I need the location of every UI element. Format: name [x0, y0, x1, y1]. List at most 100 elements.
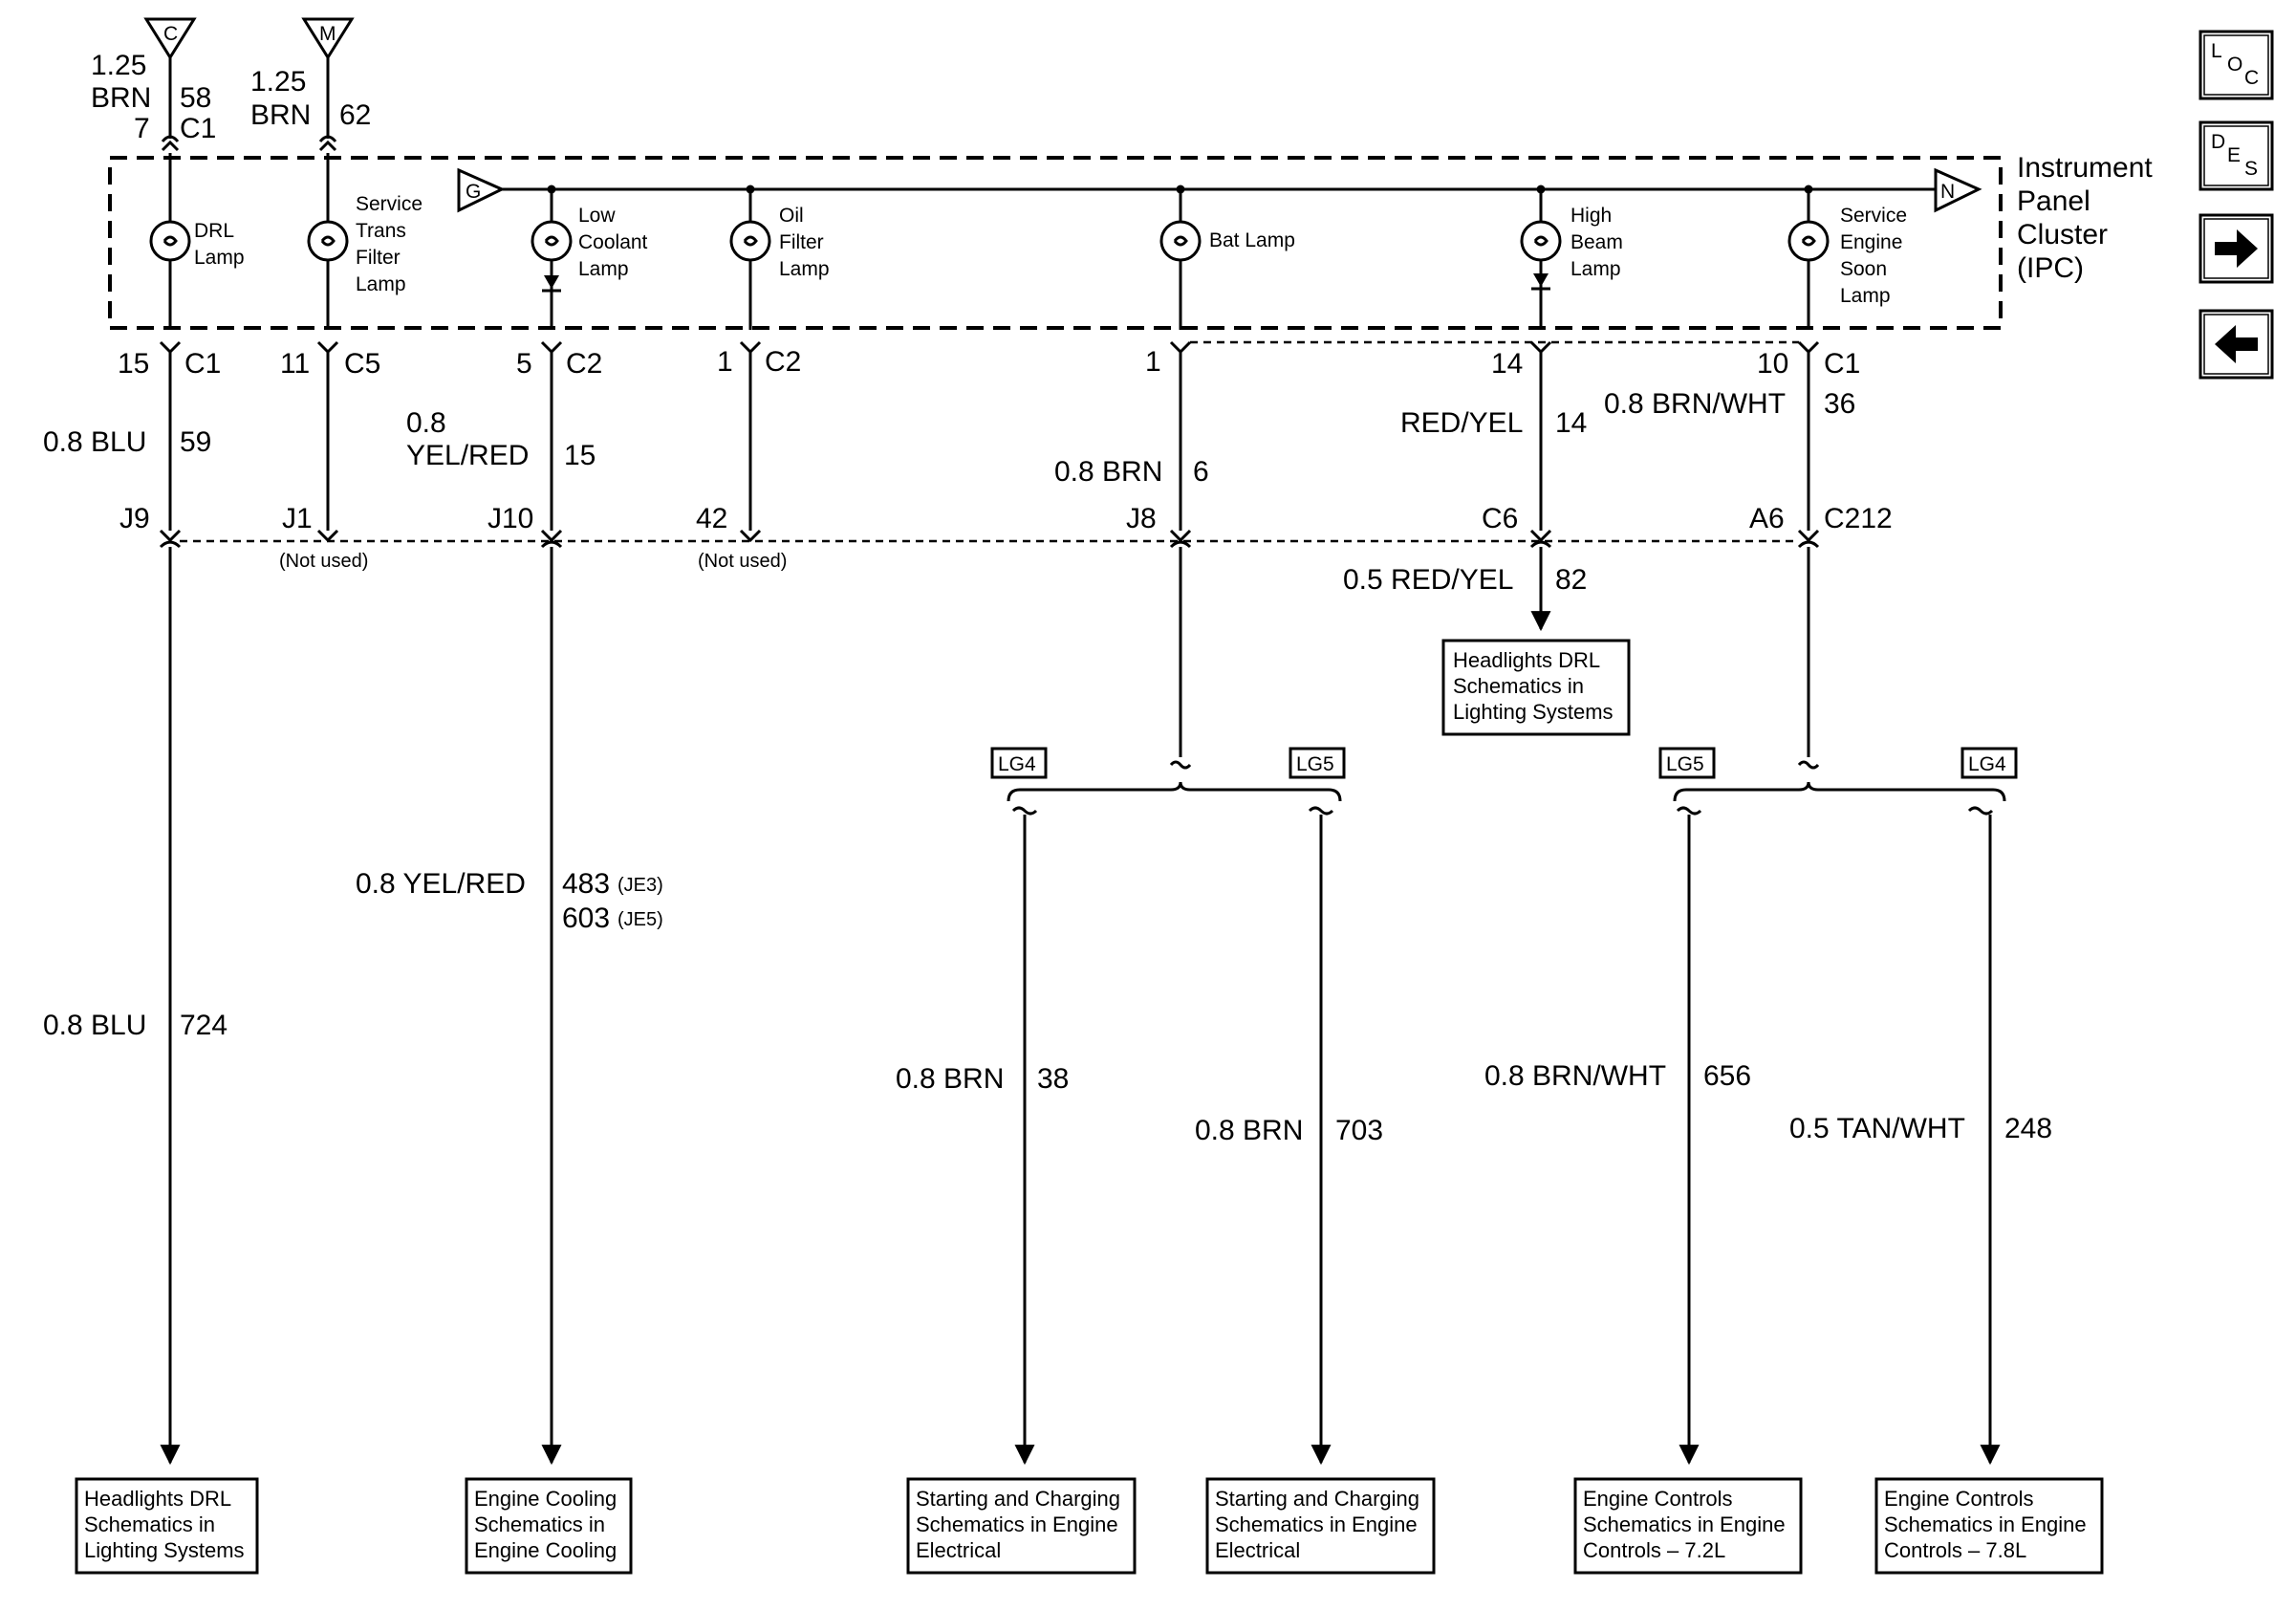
wire-color: 0.8 BLU [43, 1010, 146, 1041]
option-tag [1289, 747, 1346, 779]
svg-text:Schematics in Engine: Schematics in Engine [916, 1512, 1118, 1536]
dest-box[interactable] [1441, 639, 1631, 736]
wire-circuit: 248 [2004, 1113, 2052, 1144]
wire-color: RED/YEL [1400, 407, 1523, 439]
dest-text: Schematics in [1453, 674, 1584, 698]
svg-text:E: E [2227, 144, 2241, 166]
dest-headlights-drl[interactable]: Headlights DRL Schematics in Lighting Sy… [75, 1477, 259, 1575]
wire-circuit: 724 [180, 1010, 227, 1041]
svg-text:C1: C1 [180, 113, 216, 144]
svg-text:S: S [2244, 158, 2258, 180]
wire-color: 0.8 BRN [1195, 1115, 1303, 1146]
svg-text:Starting and Charging: Starting and Charging [916, 1487, 1120, 1511]
ipc-title-1: Instrument [2017, 152, 2153, 184]
svg-text:Controls – 7.8L: Controls – 7.8L [1884, 1538, 2026, 1562]
svg-text:1.25: 1.25 [250, 66, 306, 98]
lamp-label: Oil [779, 205, 804, 227]
wire-circuit: 15 [564, 440, 596, 471]
svg-text:Electrical: Electrical [916, 1538, 1001, 1562]
lamp-label: Lamp [356, 273, 406, 295]
wire-color: 0.8 BLU [43, 426, 146, 458]
wire-circuit: 82 [1555, 564, 1587, 596]
wire-circuit: 14 [1555, 407, 1587, 439]
option-tag [990, 747, 1048, 779]
svg-text:C: C [163, 23, 178, 45]
c212-pin: C6 [1482, 503, 1518, 534]
lamp-drl [149, 153, 191, 330]
ground-g: G [457, 167, 506, 213]
c212-pin: A6 [1749, 503, 1785, 534]
lamp-label: Filter [779, 231, 824, 253]
lamp-label: Beam [1570, 231, 1623, 253]
svg-text:Schematics in: Schematics in [84, 1512, 215, 1536]
lamp-label: Service [1840, 205, 1907, 227]
dest-starting-charging-lg4[interactable]: Starting and Charging Schematics in Engi… [906, 1477, 1137, 1575]
option-tag-text: LG5 [1296, 753, 1334, 775]
wire-color: YEL/RED [406, 440, 529, 471]
des-button[interactable]: D E S [2199, 120, 2274, 191]
arrow-left-icon [2215, 325, 2258, 363]
wire-color: 0.8 BRN/WHT [1604, 388, 1786, 420]
dest-engine-controls-78[interactable]: Engine Controls Schematics in Engine Con… [1874, 1477, 2104, 1575]
svg-text:Schematics in Engine: Schematics in Engine [1583, 1512, 1786, 1536]
lamp-label: Lamp [194, 247, 245, 269]
dest-starting-charging-lg5[interactable]: Starting and Charging Schematics in Engi… [1205, 1477, 1436, 1575]
svg-text:M: M [319, 23, 336, 45]
lamp-label: Lamp [578, 258, 629, 280]
next-arrow-button[interactable] [2199, 213, 2274, 284]
svg-text:BRN: BRN [250, 99, 311, 131]
wire-circuit: 38 [1037, 1063, 1069, 1095]
svg-text:Engine Controls: Engine Controls [1884, 1487, 2034, 1511]
ipc-title-4: (IPC) [2017, 252, 2084, 284]
ipc-pin: 11 [280, 348, 310, 380]
wire-circuit: 36 [1824, 388, 1855, 420]
ipc-pin-connector: C1 [1824, 348, 1860, 380]
lamp-label: Lamp [1840, 285, 1891, 307]
svg-text:D: D [2211, 131, 2225, 153]
dest-text: Lighting Systems [1453, 700, 1614, 724]
c212-note: (Not used) [698, 551, 787, 572]
lamp-label: Low [578, 205, 616, 227]
wire-circuit: 6 [1193, 456, 1209, 488]
lamp-oil-filter [729, 189, 771, 330]
lamp-high-beam [1520, 189, 1562, 330]
c212-pin: J8 [1126, 503, 1157, 534]
svg-text:Starting and Charging: Starting and Charging [1215, 1487, 1419, 1511]
ipc-pin-connector: C5 [344, 348, 380, 380]
loc-button[interactable]: L O C [2199, 30, 2274, 100]
svg-text:Engine Cooling: Engine Cooling [474, 1538, 617, 1562]
lamp-label: Bat Lamp [1209, 229, 1295, 251]
svg-text:Engine Controls: Engine Controls [1583, 1487, 1733, 1511]
dest-engine-controls-72[interactable]: Engine Controls Schematics in Engine Con… [1573, 1477, 1803, 1575]
lamp-label: Lamp [1570, 258, 1621, 280]
lamp-service-engine-soon [1787, 189, 1830, 330]
ipc-pin: 1 [1145, 346, 1161, 378]
wire-circuit: 483 [562, 868, 610, 900]
wire-option: (JE5) [617, 909, 663, 930]
option-tag [1658, 747, 1716, 779]
ipc-connector-forks [159, 340, 1820, 355]
lamp-label: Lamp [779, 258, 830, 280]
wire-circuit: 59 [180, 426, 211, 458]
arrow-right-icon [2215, 229, 2258, 268]
option-tag-text: LG4 [1968, 753, 2006, 775]
lamp-low-coolant [531, 189, 573, 330]
lamp-label: High [1570, 205, 1612, 227]
wire-color: 0.8 [406, 407, 446, 439]
ipc-pin: 1 [717, 346, 733, 378]
c212-pin: J10 [487, 503, 533, 534]
lamp-label: Engine [1840, 231, 1902, 253]
option-tag-text: LG5 [1666, 753, 1704, 775]
svg-text:Schematics in Engine: Schematics in Engine [1215, 1512, 1418, 1536]
ipc-pin-connector: C2 [765, 346, 801, 378]
svg-text:Engine Cooling: Engine Cooling [474, 1487, 617, 1511]
dest-engine-cooling[interactable]: Engine Cooling Schematics in Engine Cool… [465, 1477, 633, 1575]
c212-pin: 42 [696, 503, 727, 534]
svg-text:Schematics in Engine: Schematics in Engine [1884, 1512, 2087, 1536]
wire-circuit: 603 [562, 903, 610, 934]
option-split-right [1673, 760, 2006, 816]
prev-arrow-button[interactable] [2199, 309, 2274, 380]
svg-text:O: O [2227, 54, 2242, 76]
option-tag-text: LG4 [998, 753, 1036, 775]
terminal-c: C 1.25 BRN 58 7 C1 [91, 17, 216, 152]
